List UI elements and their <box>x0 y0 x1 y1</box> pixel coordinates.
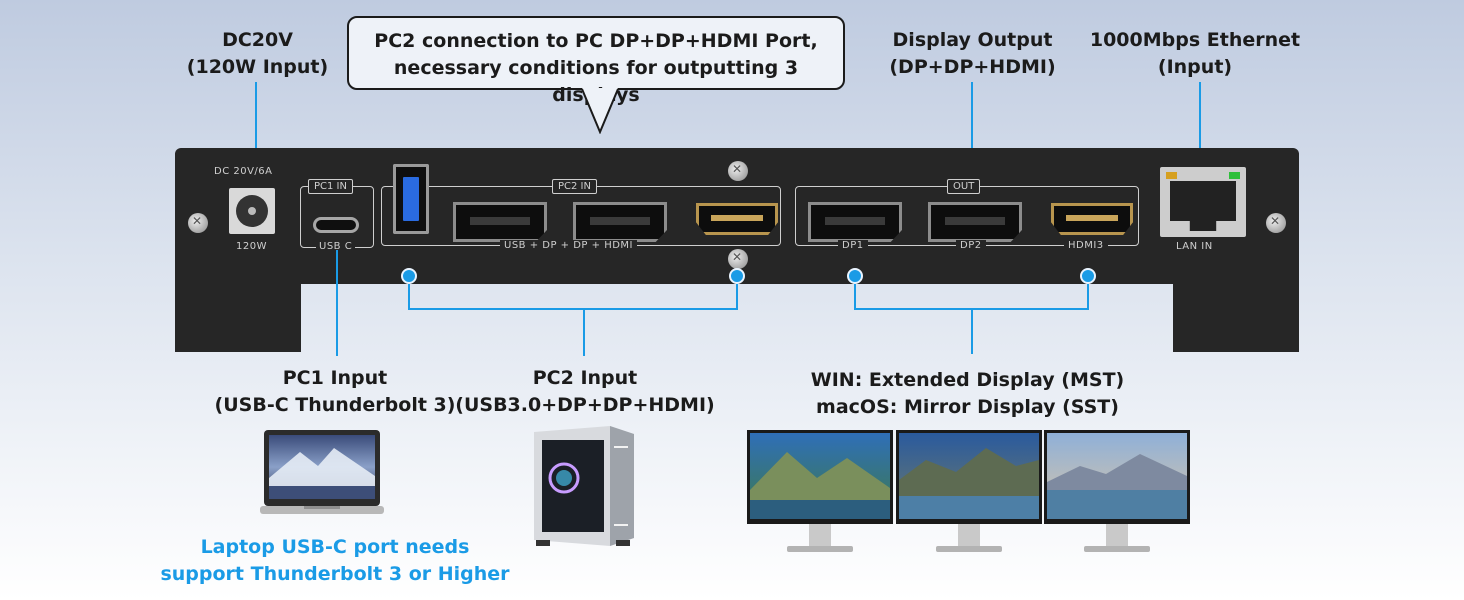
out-bracket-right <box>1087 284 1089 310</box>
monitor-icon <box>896 430 1042 552</box>
ethernet-line2: (Input) <box>1157 56 1233 78</box>
out-dp2-port-icon <box>928 202 1022 242</box>
screw-bottom-icon <box>728 249 748 269</box>
pc2-connection-line1: PC2 connection to PC DP+DP+HDMI Port, <box>374 30 818 52</box>
pc2-hdmi-dot <box>729 268 745 284</box>
pc1-input-line2: (USB-C Thunderbolt 3) <box>214 394 456 416</box>
dc-jack-icon <box>229 188 275 234</box>
pc2-input-line2: (USB3.0+DP+DP+HDMI) <box>455 394 715 416</box>
pc1-in-tag: PC1 IN <box>308 179 353 194</box>
pc2-input-line1: PC2 Input <box>532 367 638 389</box>
device-foot-right <box>1173 284 1299 352</box>
dc-rating-label: DC 20V/6A <box>214 166 273 177</box>
dp1-label: DP1 <box>838 240 868 251</box>
pc2-ports-label: USB + DP + DP + HDMI <box>500 240 637 251</box>
usb-a-port-front <box>393 164 429 234</box>
out-dp1-dot <box>847 268 863 284</box>
monitor-icon <box>1044 430 1190 552</box>
ethernet-line1: 1000Mbps Ethernet <box>1089 29 1301 51</box>
pc2-in-tag: PC2 IN <box>552 179 597 194</box>
pc2-connection-bubble: PC2 connection to PC DP+DP+HDMI Port, ne… <box>347 16 845 106</box>
display-mode-line1: WIN: Extended Display (MST) <box>810 369 1125 391</box>
ethernet-leader-line <box>1199 82 1201 178</box>
pc2-hdmi-port-icon <box>696 203 778 235</box>
out-tag: OUT <box>947 179 981 194</box>
laptop-icon <box>260 430 384 514</box>
pc1-input-line1: PC1 Input <box>282 367 388 389</box>
usbc-label: USB C <box>316 241 356 252</box>
laptop-note-line1: Laptop USB-C port needs <box>200 536 470 558</box>
out-dp1-port-icon <box>808 202 902 242</box>
dc-power-line2: (120W Input) <box>186 56 329 78</box>
dc-leader-line <box>255 82 257 190</box>
device-foot-left <box>175 284 301 352</box>
display-mode-callout: WIN: Extended Display (MST) macOS: Mirro… <box>790 367 1145 421</box>
out-bracket-stem <box>971 308 973 354</box>
dc-watt-label: 120W <box>236 241 267 252</box>
hdmi3-label: HDMI3 <box>1064 240 1108 251</box>
display-output-line2: (DP+DP+HDMI) <box>889 56 1056 78</box>
pc2-bracket-stem <box>583 308 585 356</box>
usb-c-port-icon <box>313 217 359 233</box>
dp2-label: DP2 <box>956 240 986 251</box>
screw-top-icon <box>728 161 748 181</box>
screw-right-icon <box>1266 213 1286 233</box>
monitor-icon <box>747 430 893 552</box>
desktop-tower-icon <box>534 426 634 546</box>
out-hdmi3-port-icon <box>1051 203 1133 235</box>
display-output-callout: Display Output (DP+DP+HDMI) <box>870 27 1075 81</box>
dc-power-line1: DC20V <box>222 29 293 51</box>
bubble-tail <box>581 88 619 134</box>
screw-left-icon <box>188 213 208 233</box>
dc-power-callout: DC20V (120W Input) <box>170 27 345 81</box>
laptop-note-line2: support Thunderbolt 3 or Higher <box>160 563 510 585</box>
lan-port-icon <box>1160 167 1246 237</box>
out-bracket-left <box>854 284 856 310</box>
out-hdmi-dot <box>1080 268 1096 284</box>
laptop-note: Laptop USB-C port needs support Thunderb… <box>140 534 530 588</box>
pc2-bracket-left <box>408 284 410 310</box>
output-leader-line <box>971 82 973 178</box>
pc2-input-callout: PC2 Input (USB3.0+DP+DP+HDMI) <box>440 365 730 419</box>
pc2-dp-port-1-icon <box>453 202 547 242</box>
ethernet-callout: 1000Mbps Ethernet (Input) <box>1085 27 1305 81</box>
display-mode-line2: macOS: Mirror Display (SST) <box>816 396 1119 418</box>
display-output-line1: Display Output <box>892 29 1053 51</box>
pc2-bracket-bar <box>408 308 738 310</box>
pc2-usb-dot <box>401 268 417 284</box>
pc1-input-callout: PC1 Input (USB-C Thunderbolt 3) <box>185 365 485 419</box>
pc2-bracket-right <box>736 284 738 310</box>
lan-label: LAN IN <box>1176 241 1213 252</box>
pc2-dp-port-2-icon <box>573 202 667 242</box>
pc1-leader-line <box>336 250 338 356</box>
